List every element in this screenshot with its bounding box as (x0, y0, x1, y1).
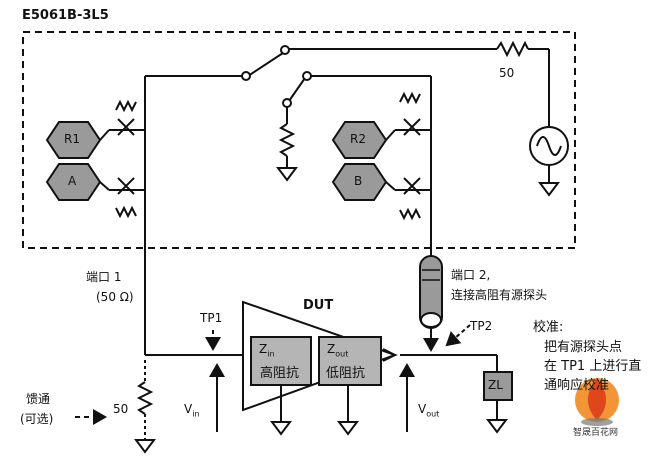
instrument-enclosure (22, 31, 576, 249)
zout-description: 低阻抗 (326, 366, 366, 381)
ac-source-icon (529, 126, 569, 166)
receiver-a-label: A (68, 174, 77, 188)
watermark-text: 智晟百花网 (573, 428, 619, 438)
zin-description: 高阻抗 (260, 366, 300, 381)
zin-box (250, 336, 312, 386)
instrument-title: E5061B-3L5 (22, 8, 109, 23)
receiver-r1-label: R1 (64, 132, 80, 146)
calibration-step-line2: 在 TP1 上进行直 (544, 359, 642, 374)
zout-box (318, 336, 382, 386)
receiver-b (331, 163, 388, 201)
ground-icon (538, 182, 560, 197)
load-zl-label: ZL (488, 378, 503, 392)
port1-impedance-label: (50 Ω) (96, 290, 134, 304)
load-zl-box (483, 371, 513, 401)
ground-icon (270, 421, 292, 436)
coupler-icon (109, 99, 145, 219)
feedthrough-resistor-icon (134, 360, 156, 454)
port2-label: 端口 2, (451, 268, 491, 282)
tp1-label: TP1 (200, 311, 223, 325)
termination-resistor-icon (276, 107, 298, 182)
feedthrough-label: 馈通 (26, 392, 51, 406)
port2-description: 连接高阻有源探头 (451, 288, 548, 302)
watermark-logo-icon (575, 378, 619, 426)
port1-label: 端口 1 (86, 270, 122, 284)
receiver-r2-label: R2 (350, 132, 366, 146)
tp2-label: TP2 (470, 319, 493, 333)
source-path (285, 40, 550, 183)
zout-label: Zout (327, 342, 349, 359)
ground-icon (486, 419, 508, 434)
zin-label: Zin (259, 342, 275, 359)
receiver-r1 (45, 121, 102, 159)
receiver-b-label: B (354, 174, 363, 188)
feedthrough-resistor-label: 50 (113, 402, 129, 416)
ground-icon (337, 421, 359, 436)
vin-label: Vin (184, 402, 200, 419)
source-resistor-label: 50 (499, 66, 515, 80)
feedthrough-optional-label: (可选) (20, 412, 54, 426)
vout-label: Vout (418, 402, 440, 419)
coupler-icon (395, 91, 431, 221)
calibration-step-line3: 通响应校准 (544, 378, 610, 393)
active-probe-icon (419, 255, 443, 352)
calibration-step-line1: 把有源探头点 (544, 340, 623, 355)
calibration-title: 校准: (533, 320, 564, 335)
receiver-a (45, 163, 102, 201)
receiver-r2 (331, 121, 388, 159)
dut-label: DUT (303, 298, 334, 313)
rf-switch-icon (145, 45, 431, 108)
